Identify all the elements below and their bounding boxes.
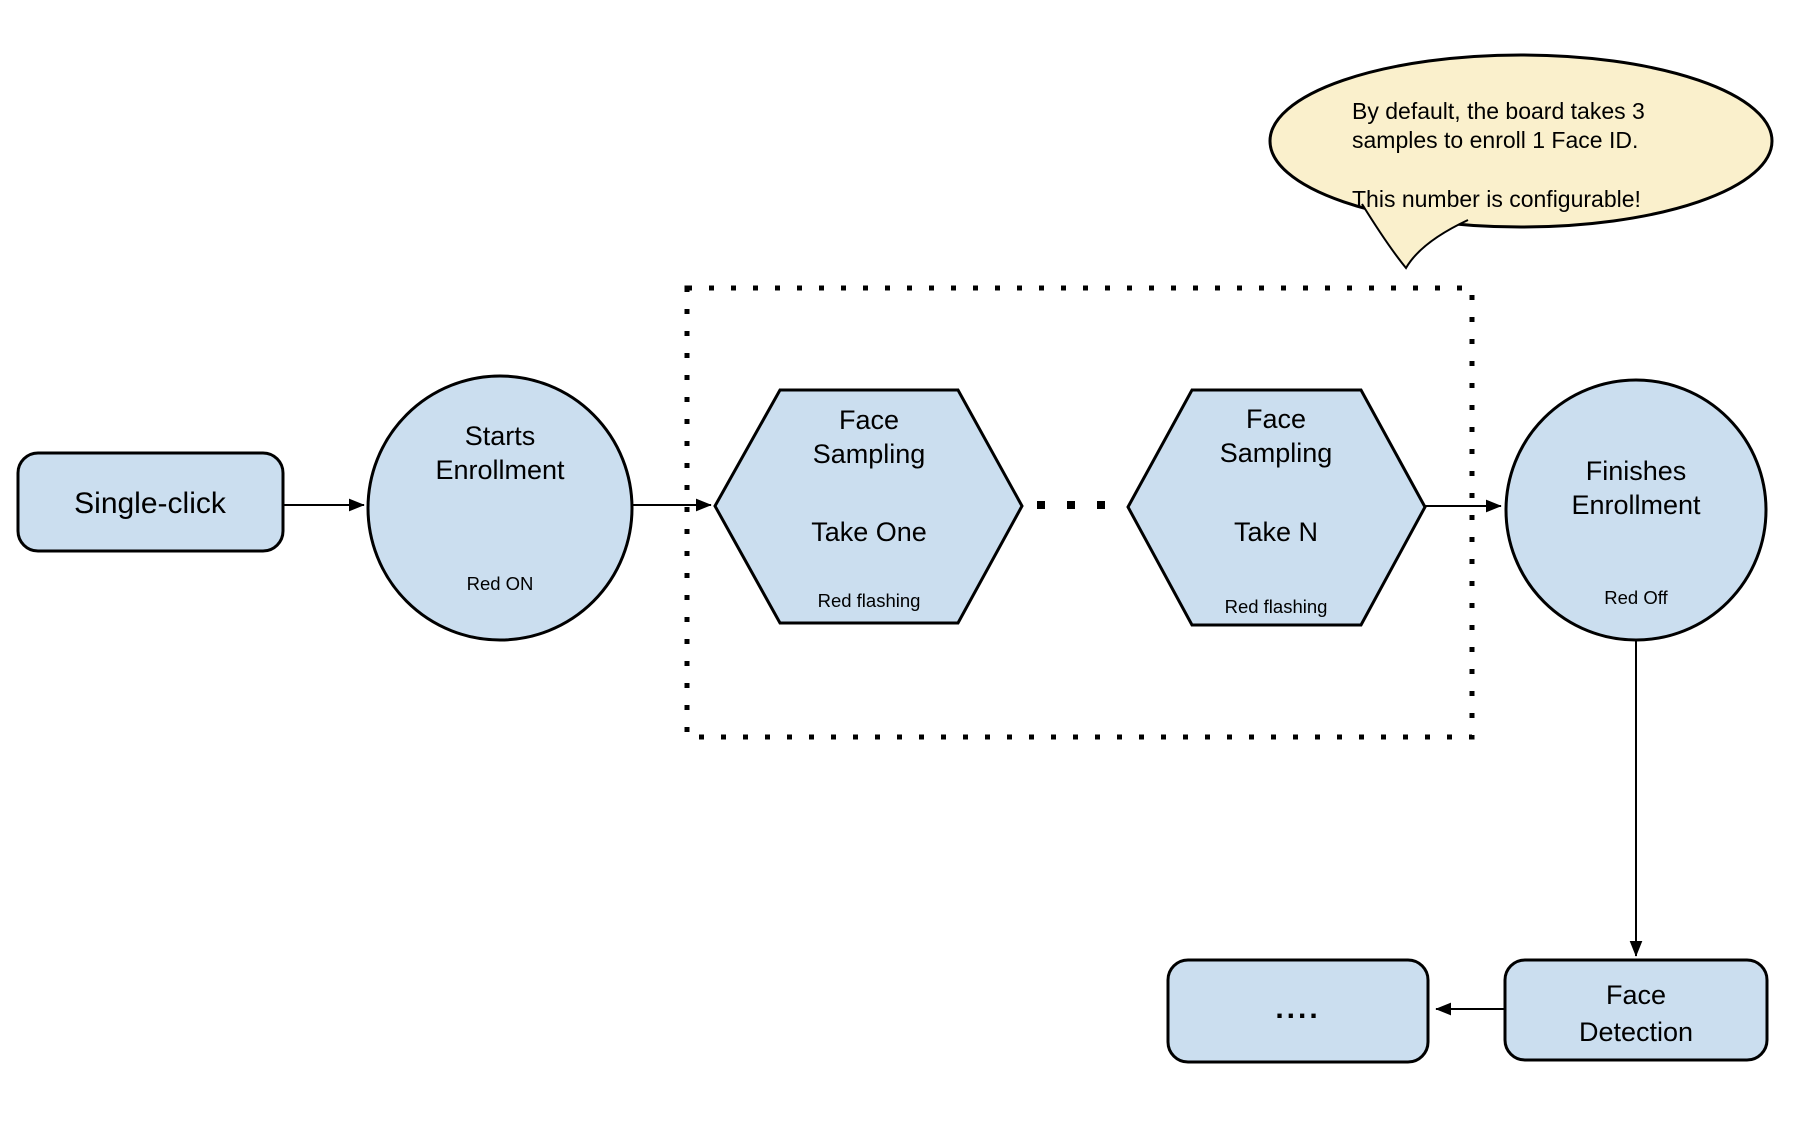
face-detection-label-line1: Face [1606,980,1666,1010]
bubble-text-line3: This number is configurable! [1352,186,1641,212]
speech-bubble-tail-fill [1362,204,1468,268]
finishes-enrollment-label-line2: Enrollment [1571,490,1701,520]
starts-enrollment-label-line2: Enrollment [435,455,565,485]
continuation-box [1166,958,1430,1064]
sampling-one-status: Red flashing [818,590,921,611]
finishes-enrollment-node: Finishes Enrollment Red Off [1504,378,1768,642]
repeat-dot-1 [1037,501,1045,509]
starts-enrollment-status: Red ON [467,573,534,594]
single-click-label: Single-click [74,487,227,520]
face-detection-label-line2: Detection [1579,1017,1693,1047]
bubble-text-line2: samples to enroll 1 Face ID. [1352,127,1638,153]
sampling-n-node: Face Sampling Take N Red flashing [1126,388,1427,627]
sampling-one-hexagon [713,388,1024,625]
sampling-n-status: Red flashing [1225,596,1328,617]
sampling-one-node: Face Sampling Take One Red flashing [713,388,1024,625]
starts-enrollment-node: Starts Enrollment Red ON [366,374,634,642]
sampling-n-label-line2: Sampling [1220,438,1333,468]
starts-enrollment-circle [366,374,634,642]
face-detection-node: Face Detection [1503,958,1769,1062]
speech-bubble: By default, the board takes 3 samples to… [1268,53,1774,270]
continuation-node: .... [1166,958,1430,1064]
continuation-label: .... [1275,992,1320,1025]
finishes-enrollment-label-line1: Finishes [1586,456,1687,486]
repeat-dot-3 [1097,501,1105,509]
starts-enrollment-label-line1: Starts [465,421,536,451]
sampling-one-label-line1: Face [839,405,899,435]
sampling-n-label-line3: Take N [1234,517,1318,547]
speech-bubble-body [1268,53,1774,229]
sampling-one-label-line2: Sampling [813,439,926,469]
repeat-dot-2 [1067,501,1075,509]
single-click-node: Single-click [16,451,285,553]
sampling-repeat-dots [1037,501,1105,509]
bubble-text-line1: By default, the board takes 3 [1352,98,1645,124]
sampling-n-label-line1: Face [1246,404,1306,434]
speech-bubble-tail-outline [1361,203,1469,270]
sampling-one-label-line3: Take One [811,517,927,547]
finishes-enrollment-status: Red Off [1604,587,1668,608]
single-click-box [16,451,285,553]
